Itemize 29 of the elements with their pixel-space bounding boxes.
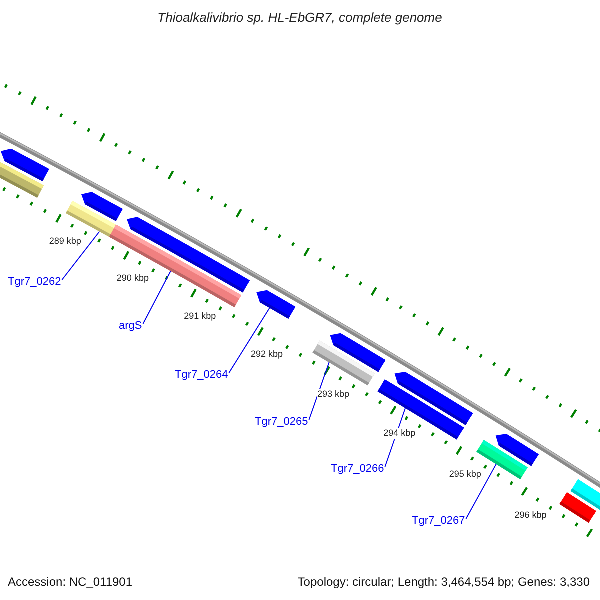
- pointed-gene-bar: [0, 148, 50, 182]
- leader-line: [228, 308, 270, 374]
- gene-label: Tgr7_0267: [412, 515, 466, 528]
- leader-line: [142, 270, 172, 324]
- gene-bar: [570, 479, 600, 512]
- pointed-gene-bar: [394, 372, 474, 426]
- pointed-gene-bar: [256, 290, 296, 320]
- scale-label: 289 kbp: [48, 236, 82, 247]
- pointed-gene-bar: [82, 192, 123, 222]
- gene-label: Tgr7_0264: [175, 369, 228, 382]
- leader-line: [62, 231, 100, 280]
- leader-line: [466, 464, 497, 520]
- scale-label: 296 kbp: [514, 510, 548, 521]
- scale-label: 292 kbp: [250, 349, 284, 360]
- scale-label: 293 kbp: [316, 388, 351, 400]
- gene-label: Tgr7_0262: [8, 276, 62, 289]
- gene-label: Tgr7_0265: [255, 416, 308, 429]
- pointed-gene-bar: [330, 333, 386, 372]
- diagram-title: Thioalkalivibrio sp. HL-EbGR7, complete genome: [156, 10, 444, 25]
- leader-line: [308, 362, 330, 420]
- pointed-gene-bar: [496, 434, 539, 466]
- gene-label: argS: [119, 320, 142, 333]
- scale-label: 294 kbp: [382, 428, 417, 440]
- scale-label: 291 kbp: [183, 310, 218, 322]
- gene-label: Tgr7_0266: [331, 463, 384, 476]
- scale-label: 295 kbp: [448, 468, 482, 480]
- accession-text: Accession: NC_011901: [8, 575, 133, 589]
- genome-summary-text: Topology: circular; Length: 3,464,554 bp; Genes: 3,330: [298, 575, 590, 589]
- scale-label: 290 kbp: [116, 273, 150, 284]
